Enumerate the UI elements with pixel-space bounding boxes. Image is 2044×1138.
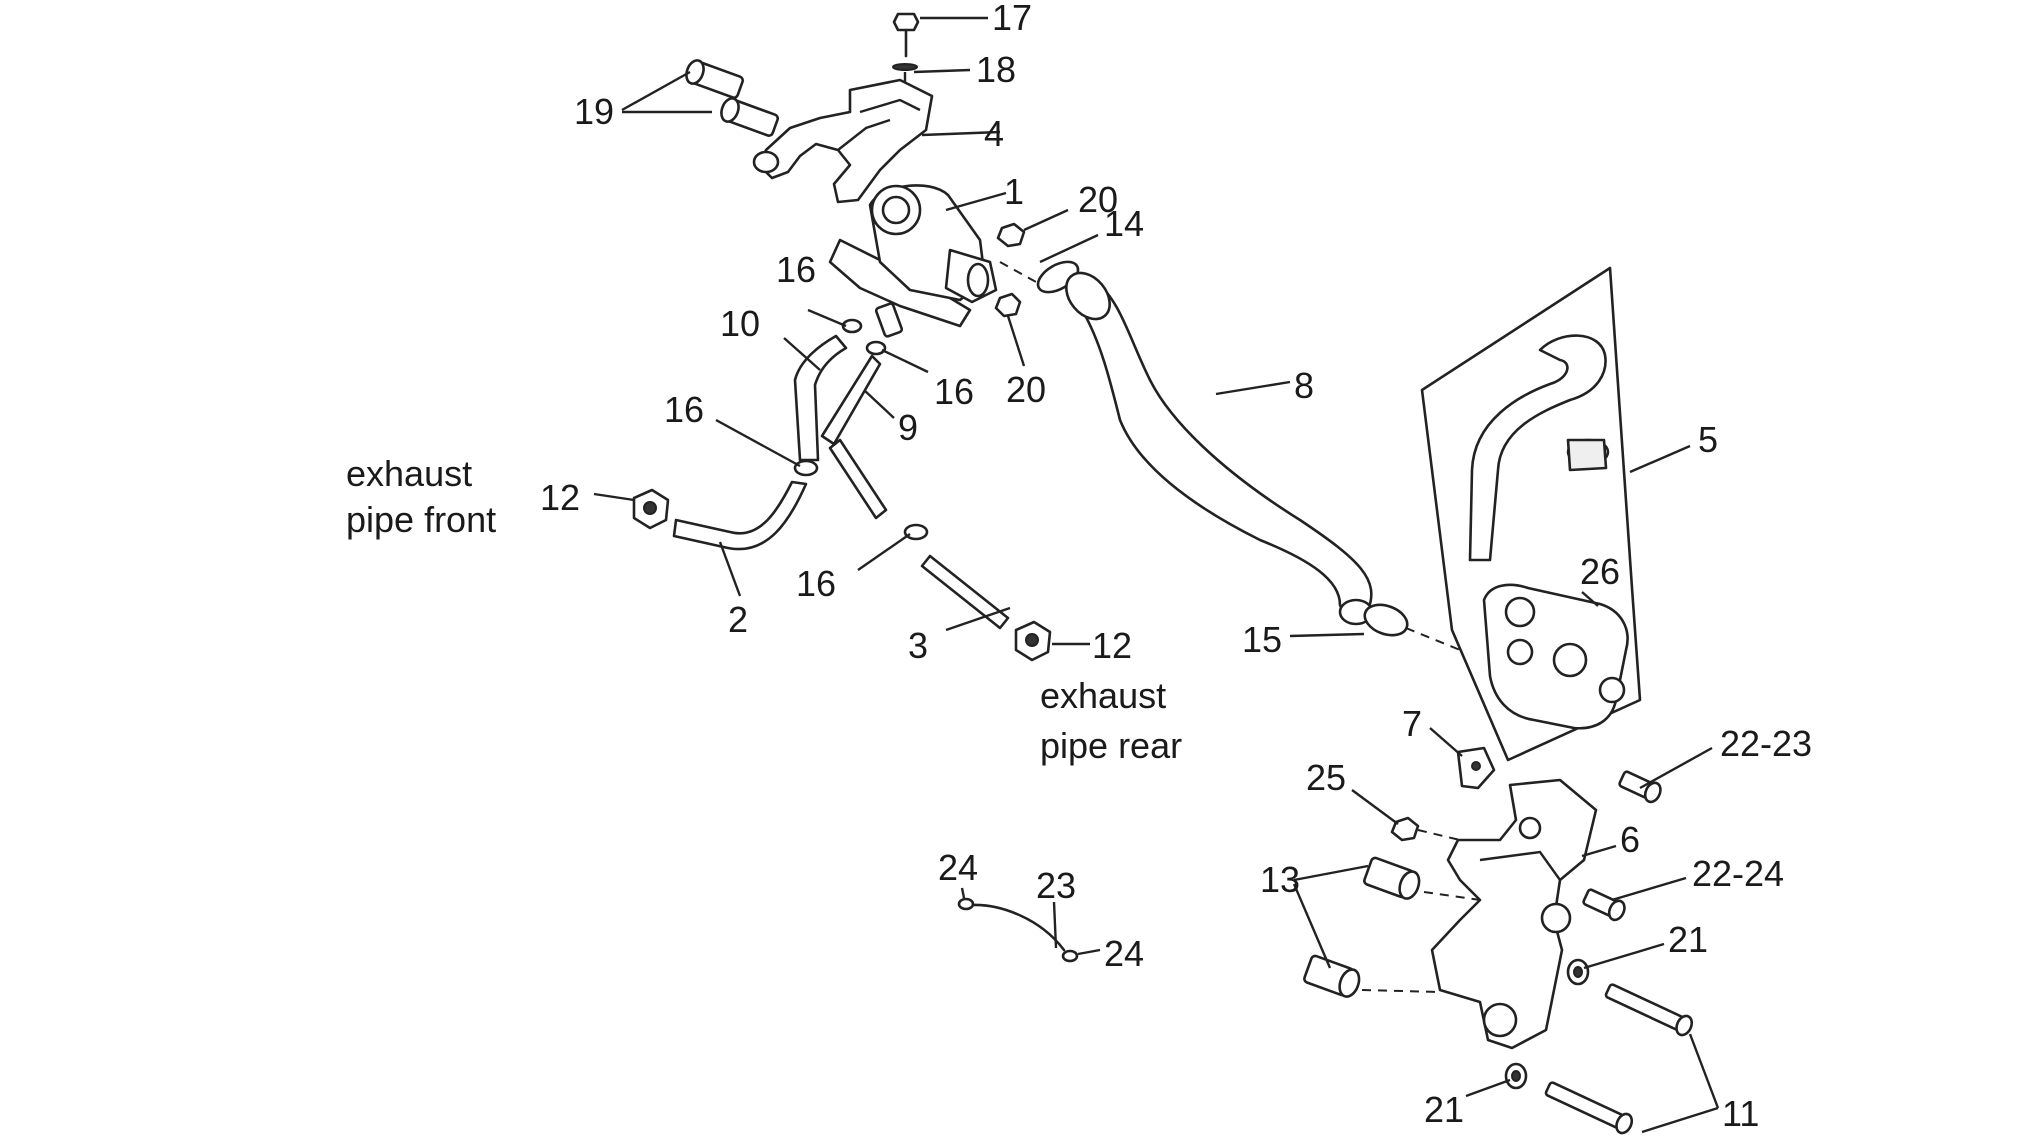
leader-lines: [593, 16, 1720, 1134]
label-20-bottom: 20: [1006, 369, 1046, 410]
part-11-bolt-upper: [1604, 983, 1694, 1037]
part-12-nut-rear: [1014, 620, 1052, 662]
label-21-lower: 21: [1424, 1089, 1464, 1130]
label-24-left: 24: [938, 847, 978, 888]
label-25: 25: [1306, 757, 1346, 798]
part-16-clamp-b: [865, 340, 887, 356]
label-22-24: 22-24: [1692, 853, 1784, 894]
part-19-bolts: [685, 59, 780, 137]
part-15-clamp: [1363, 603, 1461, 651]
note-exhaust-front-line2: pipe front: [346, 499, 496, 540]
part-23-cable: [970, 903, 1066, 952]
label-26: 26: [1580, 551, 1620, 592]
label-23: 23: [1036, 865, 1076, 906]
part-21-washer-lower: [1504, 1062, 1528, 1090]
label-16-top-right: 16: [934, 371, 974, 412]
label-10: 10: [720, 303, 760, 344]
label-16-low: 16: [796, 563, 836, 604]
note-exhaust-rear-line1: exhaust: [1040, 675, 1166, 716]
part-13-spacer-upper: [1363, 856, 1481, 901]
part-11-bolt-lower: [1544, 1081, 1634, 1135]
label-2: 2: [728, 599, 748, 640]
label-16-top-left: 16: [776, 249, 816, 290]
label-1: 1: [1004, 171, 1024, 212]
label-6: 6: [1620, 819, 1640, 860]
label-3: 3: [908, 625, 928, 666]
part-12-nut-front: [632, 488, 670, 530]
part-9-hose: [820, 354, 888, 520]
note-exhaust-front-line1: exhaust: [346, 453, 472, 494]
label-24-right: 24: [1104, 933, 1144, 974]
part-4-bracket: [752, 78, 934, 204]
label-19: 19: [574, 91, 614, 132]
label-11: 11: [1722, 1093, 1759, 1134]
part-2-hose: [672, 480, 808, 551]
label-22-23: 22-23: [1720, 723, 1812, 764]
label-16-mid: 16: [664, 389, 704, 430]
part-8-hose: [1065, 271, 1374, 626]
label-4: 4: [984, 113, 1004, 154]
part-25-nut: [1390, 816, 1420, 842]
part-20-nut-bottom: [994, 292, 1022, 318]
part-16-clamp-d: [903, 523, 929, 541]
label-12-front: 12: [540, 477, 580, 518]
part-20-nut-top: [996, 222, 1026, 248]
part-17-screw: [892, 12, 920, 58]
label-9: 9: [898, 407, 918, 448]
label-14: 14: [1104, 203, 1144, 244]
part-26-cover: [1482, 583, 1629, 730]
part-22-24-bolt: [1582, 888, 1626, 922]
label-20-top: 20: [1078, 179, 1118, 220]
part-6-bracket: [1417, 778, 1598, 1050]
label-18: 18: [976, 49, 1016, 90]
label-13: 13: [1260, 859, 1300, 900]
label-15: 15: [1242, 619, 1282, 660]
part-10-hose: [793, 334, 848, 462]
part-21-washer-upper: [1566, 958, 1590, 986]
part-24-clip-right: [1061, 949, 1079, 963]
label-7: 7: [1402, 703, 1422, 744]
label-8: 8: [1294, 365, 1314, 406]
label-21-upper: 21: [1668, 919, 1708, 960]
label-12-rear: 12: [1092, 625, 1132, 666]
part-24-clip-left: [957, 897, 975, 911]
label-17: 17: [992, 0, 1032, 38]
part-13-spacer-lower: [1303, 954, 1441, 998]
part-7-clip: [1456, 746, 1496, 790]
part-22-23-bolt: [1618, 770, 1662, 804]
part-1-valve: [828, 184, 998, 338]
part-3-hose: [920, 554, 1010, 630]
note-exhaust-rear-line2: pipe rear: [1040, 725, 1182, 766]
label-5: 5: [1698, 419, 1718, 460]
part-16-clamp-c: [793, 459, 819, 477]
